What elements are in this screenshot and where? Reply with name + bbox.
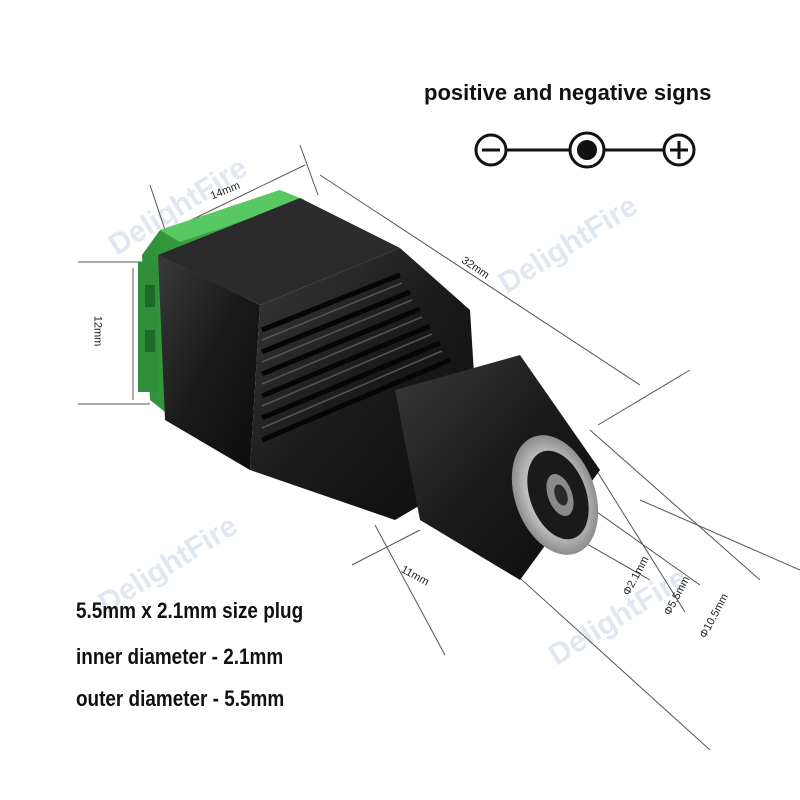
spec-line: 5.5mm x 2.1mm size plug <box>76 598 304 623</box>
dimension-lines <box>78 144 800 751</box>
polarity-diagram <box>474 131 696 169</box>
barrel <box>395 355 600 580</box>
spec-line: outer diameter - 5.5mm <box>76 686 285 711</box>
polarity-heading: positive and negative signs <box>424 80 712 105</box>
height-label: 12mm <box>91 315 104 347</box>
minus-icon <box>474 133 508 167</box>
center-pin-icon <box>568 131 606 169</box>
spec-line: inner diameter - 2.1mm <box>76 644 284 669</box>
plus-icon <box>662 133 696 167</box>
